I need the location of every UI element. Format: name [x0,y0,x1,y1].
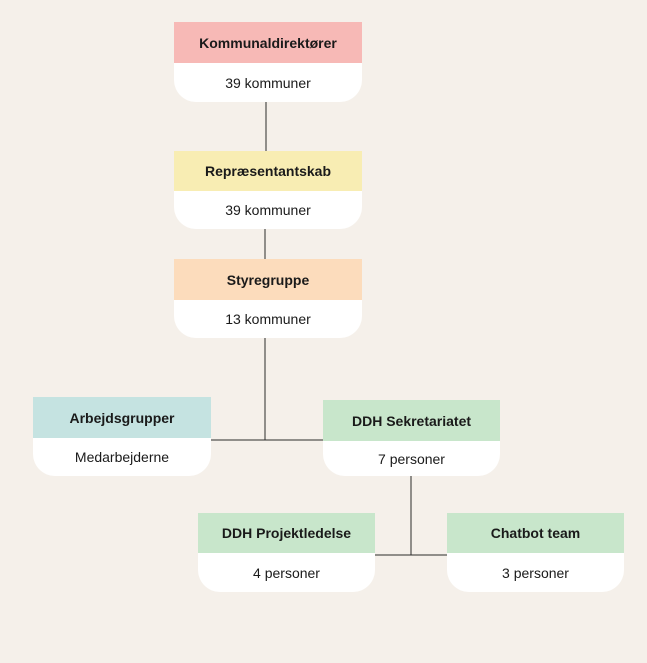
card-title: Arbejdsgrupper [69,409,175,426]
card-subtitle: 39 kommuner [225,74,311,91]
card-ddh-sekretariatet: DDH Sekretariatet 7 personer [323,400,500,476]
card-title: DDH Sekretariatet [351,412,472,429]
card-chatbot-team: Chatbot team 3 personer [447,513,624,592]
card-body: 39 kommuner [174,63,362,102]
card-title: Chatbot team [490,525,581,541]
card-header: Styregruppe [174,259,362,300]
card-subtitle: 3 personer [502,564,569,581]
card-title: Styregruppe [226,271,310,288]
card-title: Repræsentantskab [204,163,332,179]
card-body: 3 personer [447,553,624,592]
card-repraesentantskab: Repræsentantskab 39 kommuner [174,151,362,229]
card-subtitle: Medarbejderne [74,449,170,465]
card-header: DDH Sekretariatet [323,400,500,441]
card-body: 7 personer [323,441,500,476]
card-subtitle: 39 kommuner [225,202,311,218]
card-body: 39 kommuner [174,191,362,229]
card-body: 13 kommuner [174,300,362,338]
card-subtitle: 13 kommuner [225,311,311,327]
card-subtitle: 4 personer [253,564,320,581]
card-header: Repræsentantskab [174,151,362,191]
card-kommunaldirektorer: Kommunaldirektører 39 kommuner [174,22,362,102]
card-styregruppe: Styregruppe 13 kommuner [174,259,362,338]
card-ddh-projektledelse: DDH Projektledelse 4 personer [198,513,375,592]
card-title: DDH Projektledelse [221,525,352,541]
card-header: Kommunaldirektører [174,22,362,63]
card-arbejdsgrupper: Arbejdsgrupper Medarbejderne [33,397,211,476]
card-title: Kommunaldirektører [199,34,337,51]
card-body: 4 personer [198,553,375,592]
card-subtitle: 7 personer [378,450,445,467]
card-header: Arbejdsgrupper [33,397,211,438]
card-body: Medarbejderne [33,438,211,476]
card-header: DDH Projektledelse [198,513,375,553]
card-header: Chatbot team [447,513,624,553]
